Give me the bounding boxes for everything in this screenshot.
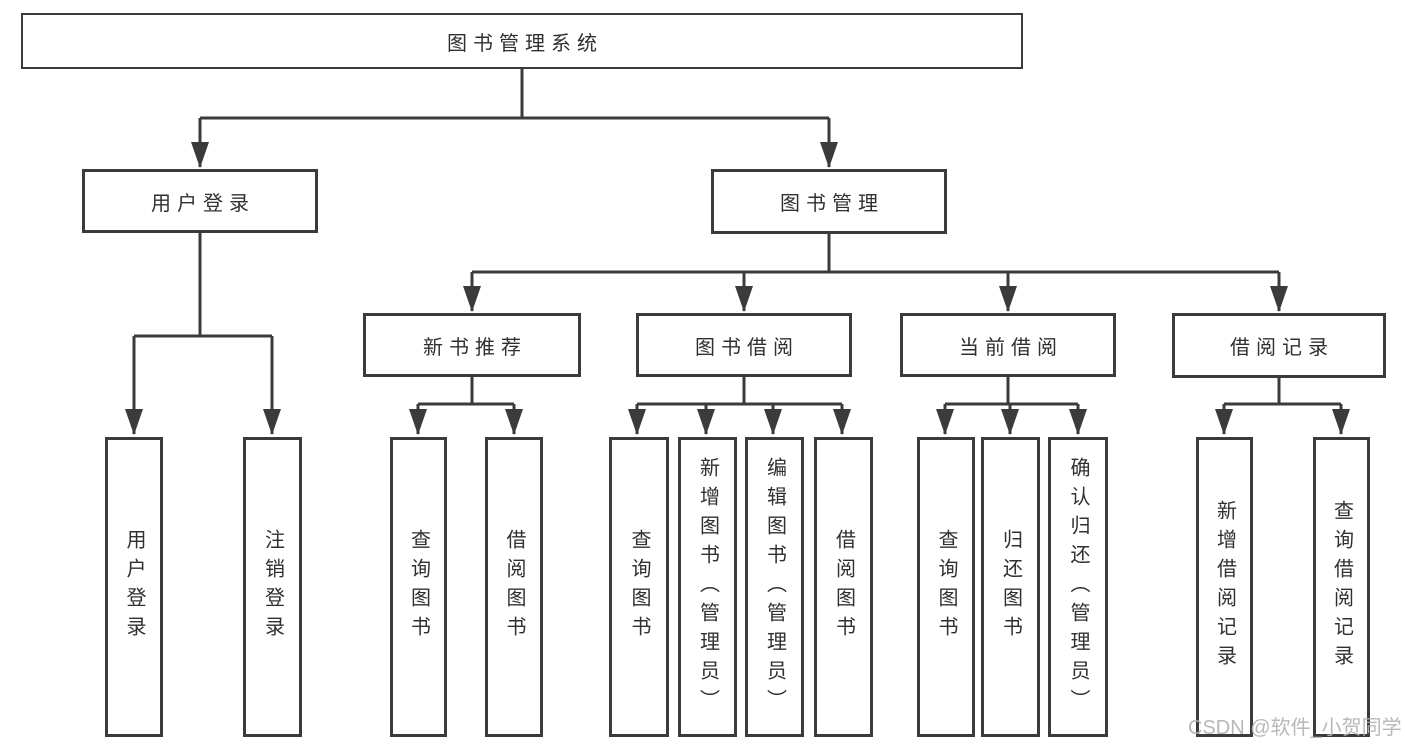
node-leaf-add-borrow-record: 新增借阅记录 <box>1196 437 1253 737</box>
node-label: 图书管理 <box>780 193 884 215</box>
node-label: 编辑图书（管理员） <box>763 456 786 718</box>
node-label: 新增图书（管理员） <box>696 456 719 718</box>
connector-current-borrowing-children <box>936 377 1087 435</box>
node-leaf-query-books-current: 查询图书 <box>917 437 975 737</box>
connector-user-login-children <box>125 233 281 435</box>
node-label: 借阅图书 <box>832 529 855 645</box>
node-borrowing-records: 借阅记录 <box>1172 313 1386 378</box>
node-library-management-system: 图书管理系统 <box>21 13 1023 69</box>
node-label: 查询图书 <box>628 529 650 645</box>
connector-book-management-children <box>463 234 1288 312</box>
node-current-borrowing: 当前借阅 <box>900 313 1116 377</box>
connector-new-book-recommendation-children <box>409 377 523 435</box>
node-label: 归还图书 <box>999 529 1022 645</box>
node-label: 查询图书 <box>935 529 957 645</box>
node-label: 确认归还（管理员） <box>1067 456 1089 718</box>
node-leaf-user-login: 用户登录 <box>105 437 163 737</box>
node-label: 借阅图书 <box>503 529 525 645</box>
node-label: 新增借阅记录 <box>1213 500 1236 674</box>
node-leaf-query-books-borrowing: 查询图书 <box>609 437 669 737</box>
node-label: 注销登录 <box>261 529 284 645</box>
connector-root-to-level2 <box>191 69 838 168</box>
node-leaf-return-books: 归还图书 <box>981 437 1040 737</box>
node-label: 用户登录 <box>151 192 255 215</box>
node-label: 图书借阅 <box>695 336 799 359</box>
node-book-management: 图书管理 <box>711 169 947 234</box>
node-leaf-borrow-books-recommend: 借阅图书 <box>485 437 543 737</box>
node-leaf-logout: 注销登录 <box>243 437 302 737</box>
node-leaf-edit-books-admin: 编辑图书（管理员） <box>745 437 804 737</box>
node-label: 查询借阅记录 <box>1330 500 1353 674</box>
node-leaf-query-borrow-record: 查询借阅记录 <box>1313 437 1370 737</box>
node-new-book-recommendation: 新书推荐 <box>363 313 581 377</box>
node-label: 图书管理系统 <box>447 32 603 55</box>
node-leaf-confirm-return-admin: 确认归还（管理员） <box>1048 437 1108 737</box>
connector-book-borrowing-children <box>628 377 851 435</box>
connector-borrowing-records-children <box>1215 377 1350 435</box>
node-leaf-borrow-books-borrowing: 借阅图书 <box>814 437 873 737</box>
watermark: CSDN @软件_小贺同学 <box>1188 717 1402 739</box>
node-label: 当前借阅 <box>959 336 1063 359</box>
node-leaf-query-books-recommend: 查询图书 <box>390 437 447 737</box>
node-label: 新书推荐 <box>423 336 527 359</box>
node-book-borrowing: 图书借阅 <box>636 313 852 377</box>
node-user-login: 用户登录 <box>82 169 318 233</box>
node-leaf-add-books-admin: 新增图书（管理员） <box>678 437 737 737</box>
node-label: 借阅记录 <box>1230 337 1334 359</box>
node-label: 查询图书 <box>407 529 430 645</box>
node-label: 用户登录 <box>123 529 145 645</box>
